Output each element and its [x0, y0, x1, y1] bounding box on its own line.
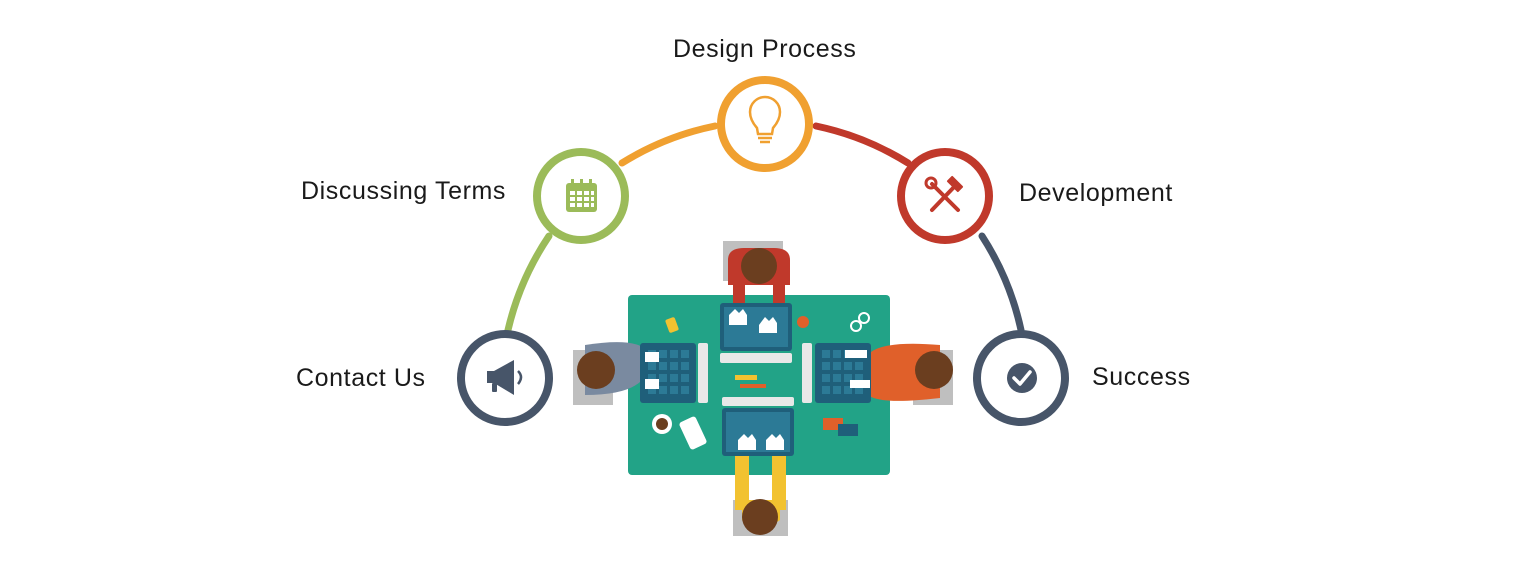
step-label-design: Design Process: [673, 35, 857, 63]
arc-contact-discuss: [504, 232, 553, 334]
megaphone-icon: [487, 360, 523, 395]
step-discuss: [533, 148, 629, 244]
arc-dev-success: [978, 232, 1025, 334]
step-success: [973, 330, 1069, 426]
checkmark-icon: [1007, 363, 1037, 393]
hammer-wrench-icon: [924, 175, 964, 212]
calendar-icon: [566, 179, 597, 212]
arc-design-dev: [812, 122, 912, 167]
step-dev: [897, 148, 993, 244]
team-at-desk-icon: [573, 241, 953, 536]
arc-discuss-design: [618, 122, 719, 167]
step-label-dev: Development: [1019, 179, 1173, 207]
step-contact: [457, 330, 553, 426]
step-label-success: Success: [1092, 363, 1191, 391]
step-label-discuss: Discussing Terms: [301, 177, 507, 205]
step-design: [717, 76, 813, 172]
step-label-contact: Contact Us: [296, 364, 426, 392]
lightbulb-icon: [748, 95, 782, 144]
